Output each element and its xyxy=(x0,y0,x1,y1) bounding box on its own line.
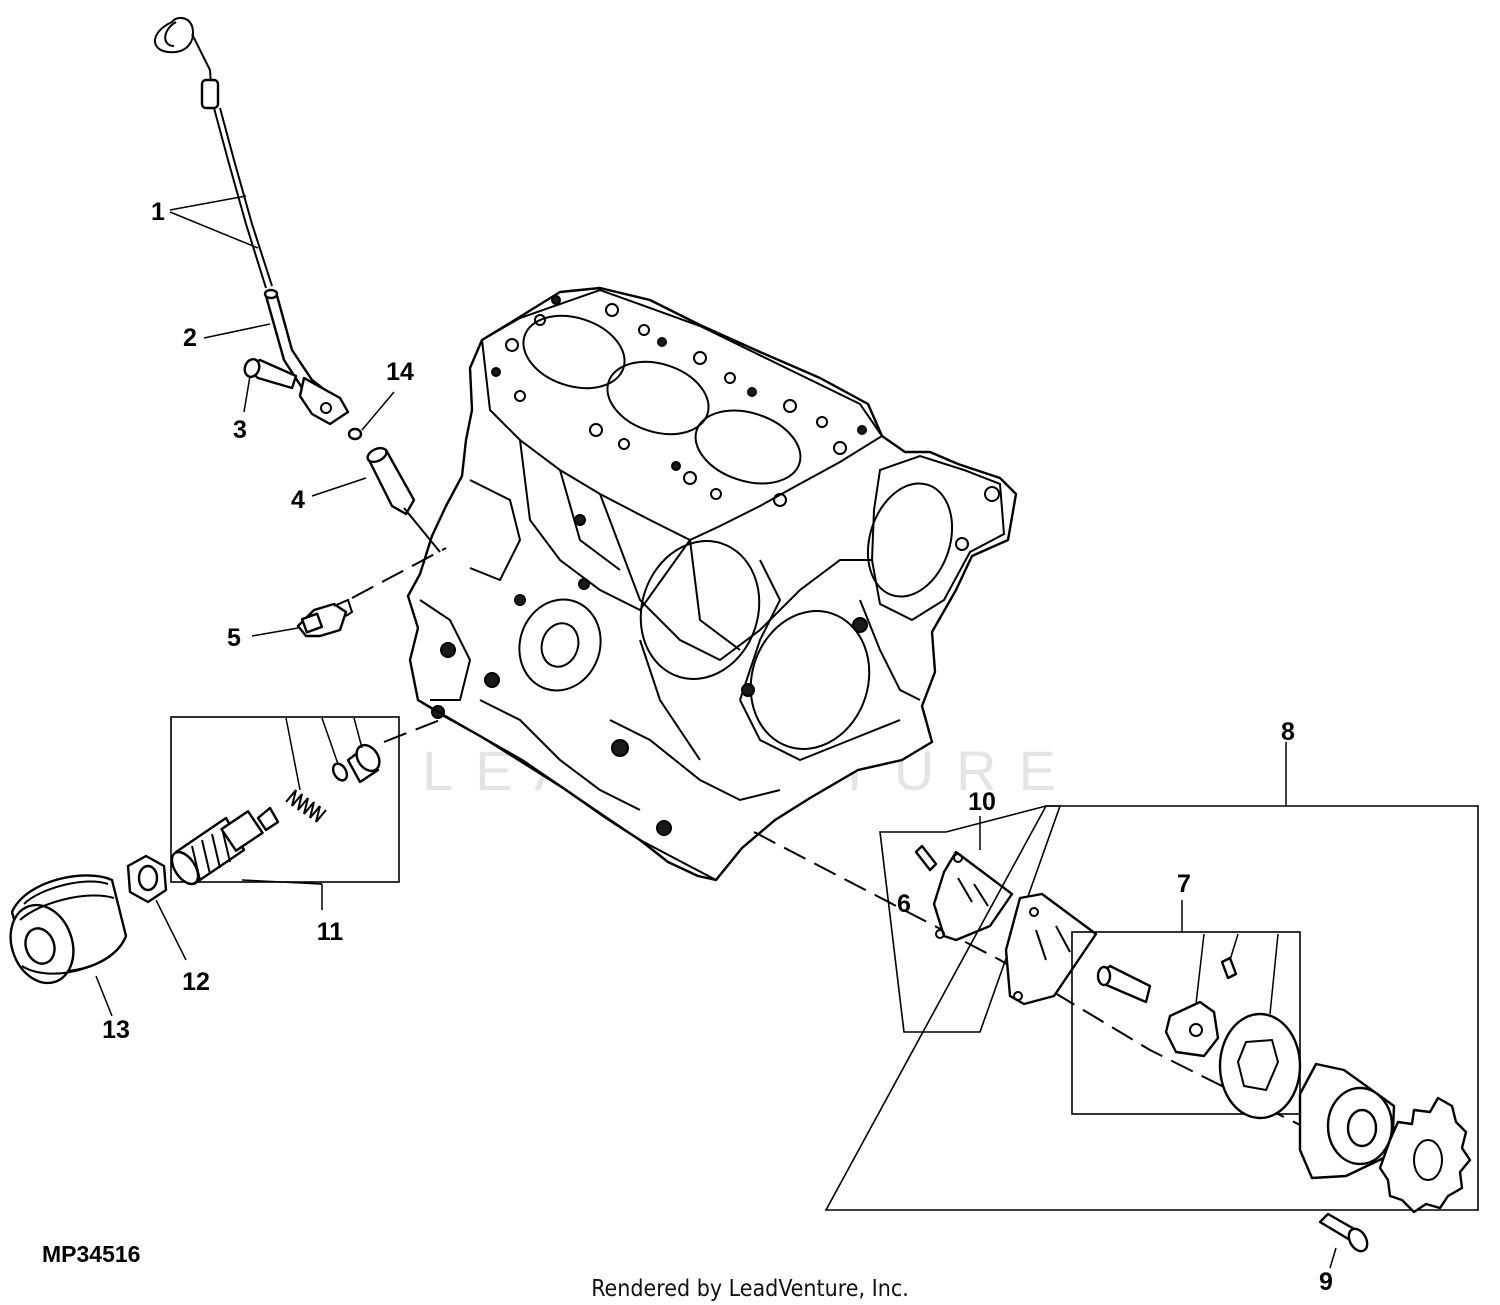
callout-5[interactable]: 5 xyxy=(227,624,241,652)
oil-pump-housing[interactable] xyxy=(1298,1062,1396,1180)
callout-11[interactable]: 11 xyxy=(317,918,344,946)
block-plugs xyxy=(431,514,868,836)
guide-tube-cap-screw[interactable] xyxy=(242,357,298,390)
callout-3[interactable]: 3 xyxy=(233,416,247,444)
leader-lines xyxy=(169,195,395,637)
filter-adapter-nut[interactable] xyxy=(126,854,187,961)
oil-pump-cap-screw[interactable] xyxy=(1318,1212,1371,1269)
dipstick[interactable] xyxy=(154,16,273,289)
callout-1[interactable]: 1 xyxy=(151,198,165,226)
callout-6[interactable]: 6 xyxy=(897,890,911,918)
oil-filter[interactable] xyxy=(0,874,128,1017)
relief-valve-kit[interactable] xyxy=(167,716,400,910)
drawing-id: MP34516 xyxy=(42,1241,140,1267)
oil-pump-rotor-set[interactable] xyxy=(1071,900,1302,1120)
oil-pump-drive-sprocket[interactable] xyxy=(1378,1096,1472,1214)
callout-labels: 1 2 3 4 5 6 7 8 9 10 11 12 13 14 xyxy=(102,198,1333,1296)
callout-4[interactable]: 4 xyxy=(291,486,305,514)
callout-13[interactable]: 13 xyxy=(102,1016,130,1044)
dipstick-guide-tube[interactable] xyxy=(263,288,350,426)
callout-2[interactable]: 2 xyxy=(183,324,197,352)
deck-holes xyxy=(491,295,867,507)
engine-block xyxy=(406,286,1018,882)
footer-credit: Rendered by LeadVenture, Inc. xyxy=(591,1276,909,1302)
callout-7[interactable]: 7 xyxy=(1177,870,1191,898)
callout-8[interactable]: 8 xyxy=(1281,718,1295,746)
oil-pump-assembly[interactable] xyxy=(824,742,1479,1211)
callout-14[interactable]: 14 xyxy=(386,358,414,386)
oil-pressure-switch[interactable] xyxy=(296,598,354,638)
callout-12[interactable]: 12 xyxy=(182,968,210,996)
rotor-set-box xyxy=(1071,931,1301,1115)
dipstick-tube-fitting[interactable] xyxy=(365,445,441,553)
callout-9[interactable]: 9 xyxy=(1319,1268,1333,1296)
oil-pump-gasket[interactable] xyxy=(932,850,1014,942)
dowel-pin[interactable] xyxy=(914,844,938,872)
callout-10[interactable]: 10 xyxy=(968,788,996,816)
o-ring[interactable] xyxy=(347,427,363,441)
